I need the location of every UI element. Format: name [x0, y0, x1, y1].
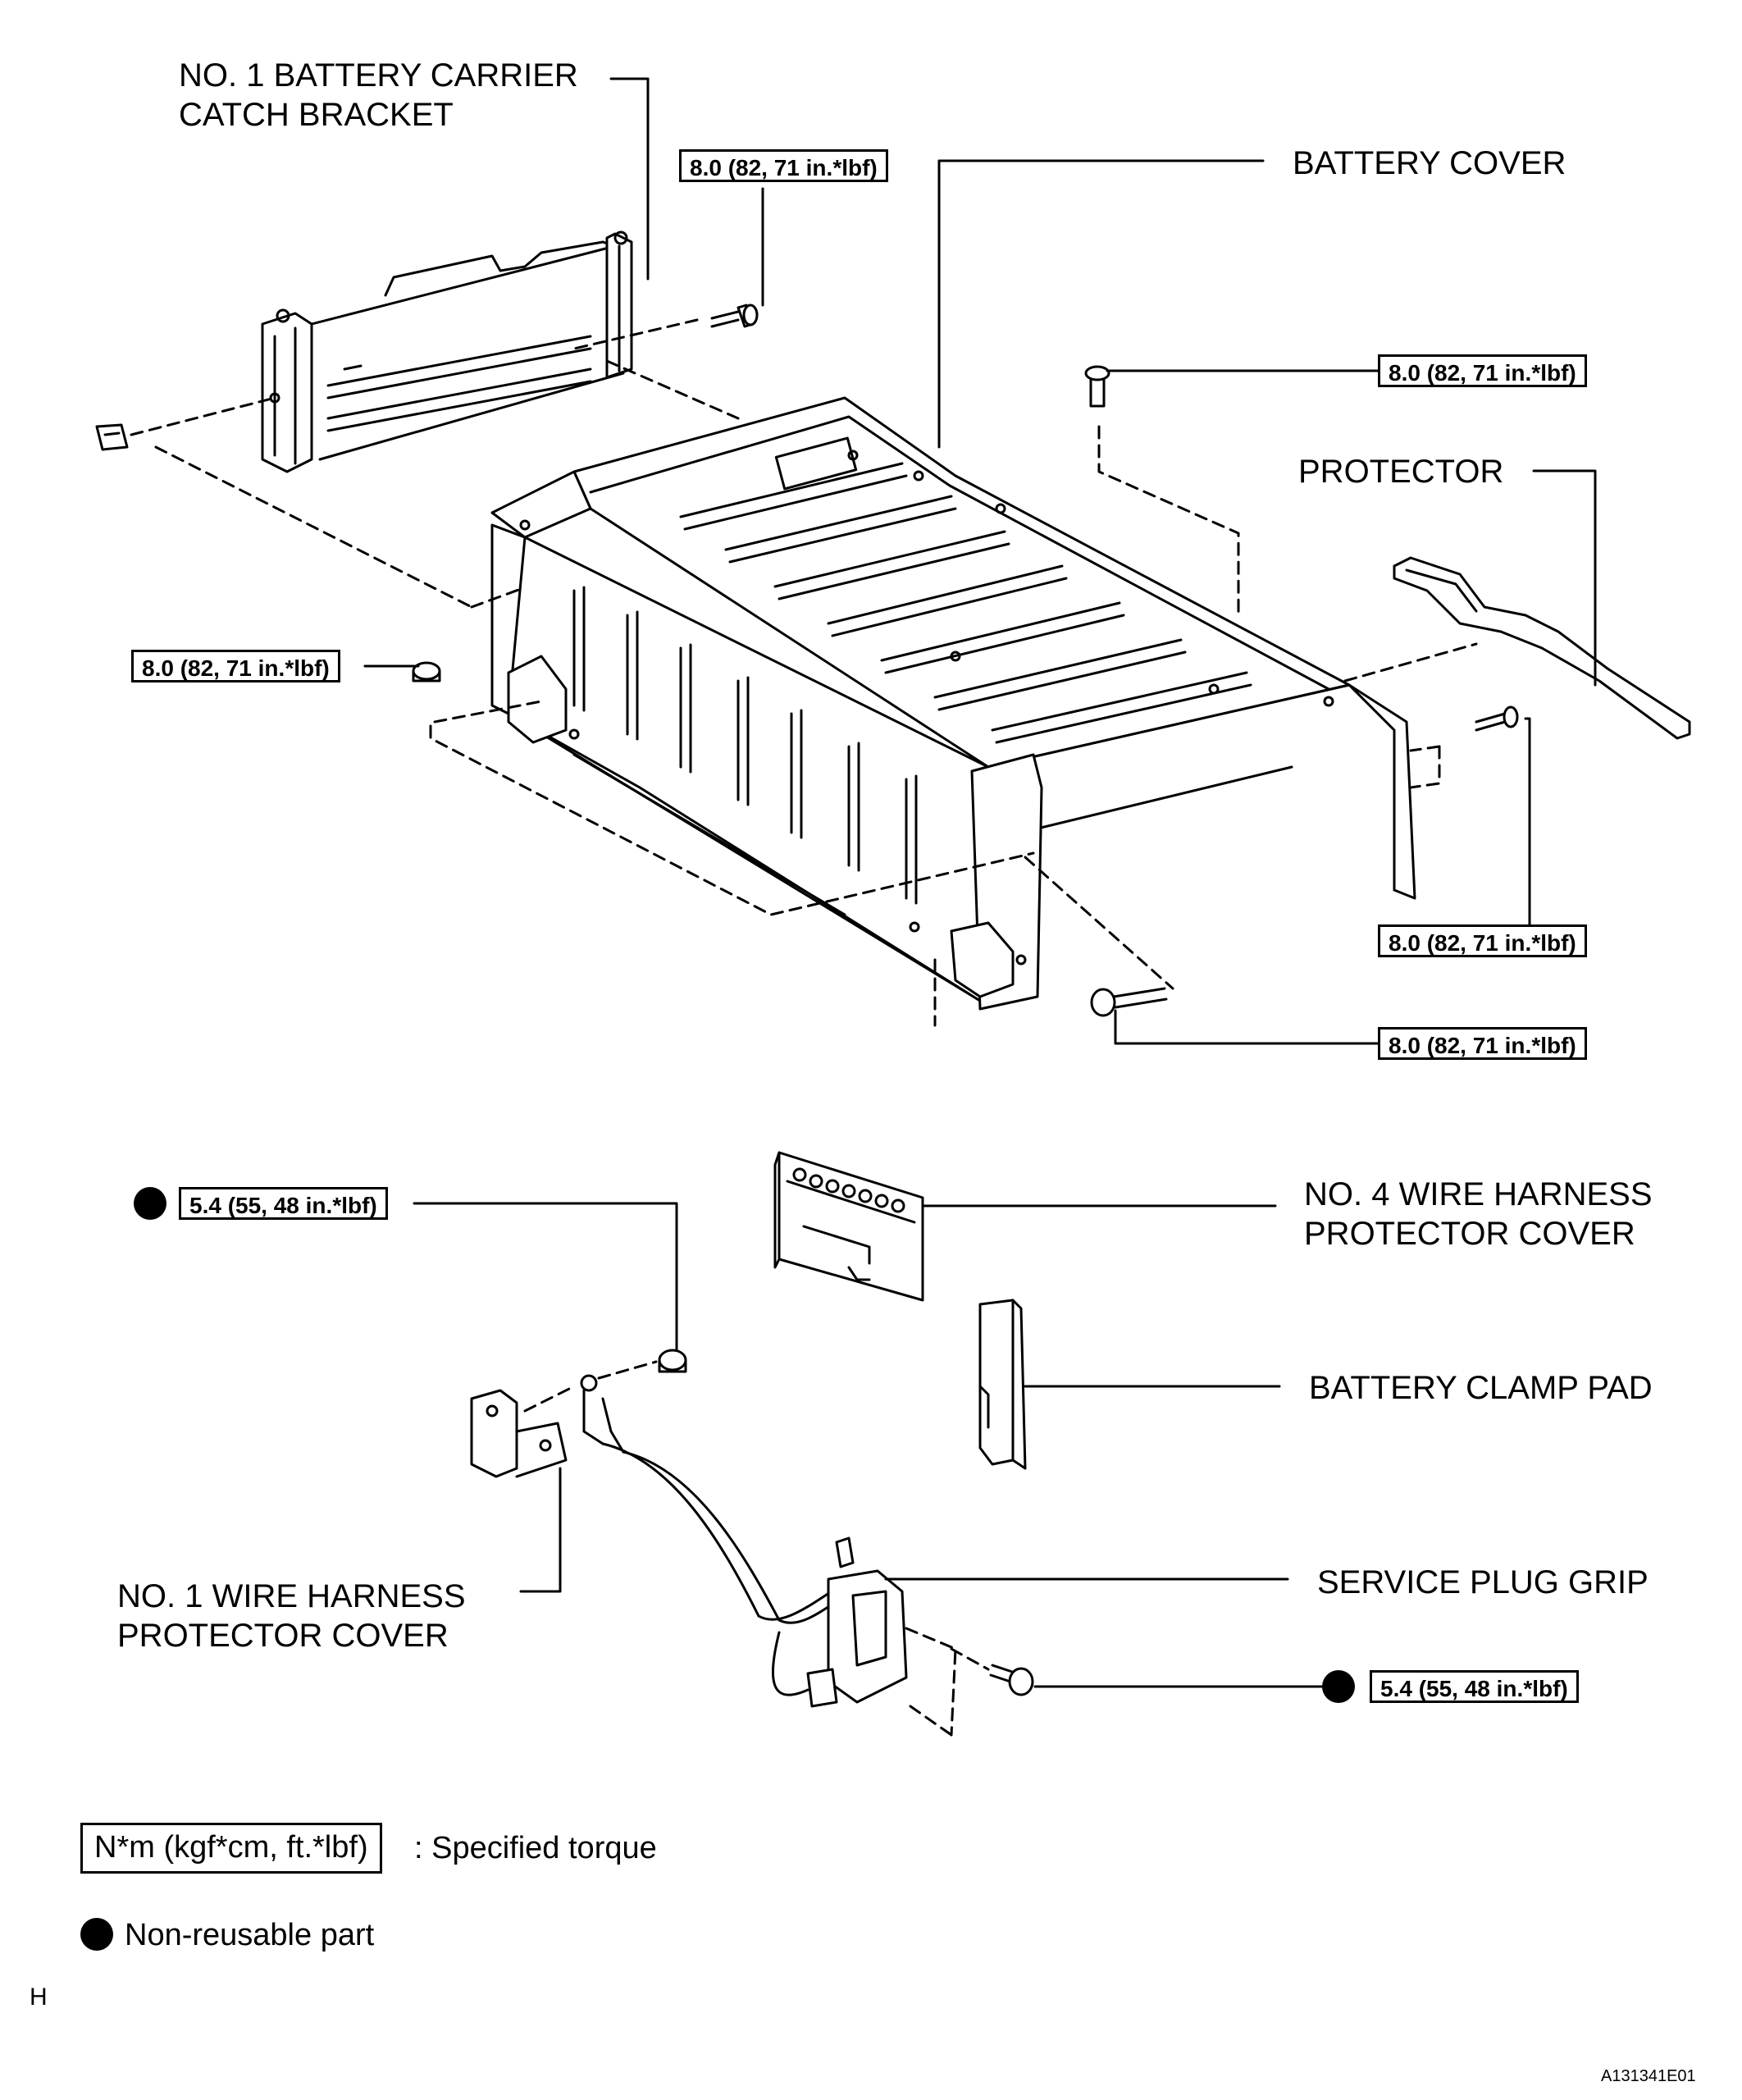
legend-dot-icon: [80, 1918, 113, 1951]
bolt-top-right-drawing: [1084, 365, 1110, 408]
catch-bracket-drawing: [261, 231, 633, 473]
non-reusable-marker: [1322, 1670, 1355, 1703]
non-reusable-marker: [134, 1187, 166, 1220]
protector-label: PROTECTOR: [1298, 454, 1504, 490]
no4-cover-label-line2: PROTECTOR COVER: [1304, 1216, 1635, 1252]
clip-drawing: [95, 423, 129, 451]
service-plug-grip-label: SERVICE PLUG GRIP: [1317, 1564, 1649, 1600]
battery-cover-label: BATTERY COVER: [1293, 145, 1566, 181]
torque-spec-right-bolt: 8.0 (82, 71 in.*lbf): [1378, 924, 1587, 957]
cover-alignment-lines: [429, 425, 1478, 1027]
battery-cover-drawing: [490, 396, 1416, 1011]
plug-alignment-lines: [905, 1627, 990, 1737]
catch-bracket-label-line2: CATCH BRACKET: [179, 97, 454, 133]
no4-cover-drawing: [773, 1151, 924, 1302]
no1-cover-label-line1: NO. 1 WIRE HARNESS: [117, 1578, 466, 1614]
legend-nonreusable-desc: Non-reusable part: [125, 1918, 375, 1952]
corner-mark-left: H: [30, 1984, 48, 2011]
clamp-pad-drawing: [978, 1299, 1027, 1470]
torque-spec-plug-bolt: 5.4 (55, 48 in.*lbf): [1370, 1670, 1579, 1703]
figure-id: A131341E01: [1601, 2067, 1696, 2085]
torque-spec-bottom-bolt: 8.0 (82, 71 in.*lbf): [1378, 1027, 1587, 1060]
bolt-bottom-drawing: [1090, 987, 1168, 1017]
no1-cover-drawing: [470, 1389, 568, 1478]
torque-spec-harness-nut: 5.4 (55, 48 in.*lbf): [179, 1187, 388, 1220]
bolt-top-drawing: [710, 304, 759, 328]
wire-harness-drawing: [580, 1374, 863, 1696]
bracket-alignment-lines: [130, 318, 740, 609]
clamp-pad-label: BATTERY CLAMP PAD: [1309, 1370, 1653, 1406]
bolt-plug-drawing: [989, 1664, 1034, 1696]
torque-spec-left-nut: 8.0 (82, 71 in.*lbf): [131, 650, 340, 682]
catch-bracket-label-line1: NO. 1 BATTERY CARRIER: [179, 57, 578, 94]
torque-spec-bracket-bolt: 8.0 (82, 71 in.*lbf): [679, 149, 888, 182]
leader-lines: [363, 77, 1597, 1688]
nut-left-drawing: [412, 661, 441, 682]
service-plug-drawing: [806, 1536, 908, 1708]
torque-spec-cover-top-bolt: 8.0 (82, 71 in.*lbf): [1378, 354, 1587, 387]
harness-alignment-lines: [523, 1360, 658, 1413]
bolt-right-drawing: [1475, 705, 1519, 732]
legend-torque-box: N*m (kgf*cm, ft.*lbf): [80, 1823, 382, 1874]
legend-torque-desc: : Specified torque: [414, 1831, 657, 1865]
nut-mid-drawing: [658, 1349, 687, 1373]
protector-drawing: [1393, 556, 1691, 740]
no1-cover-label-line2: PROTECTOR COVER: [117, 1618, 449, 1654]
no4-cover-label-line1: NO. 4 WIRE HARNESS: [1304, 1176, 1653, 1212]
